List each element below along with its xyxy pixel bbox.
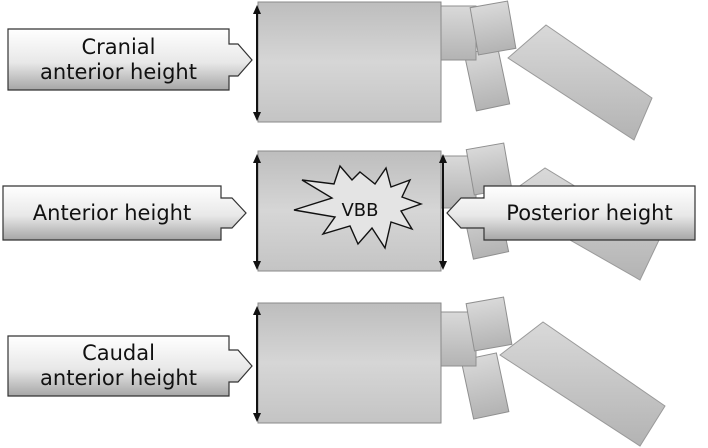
fractured-vertebra (2, 142, 696, 281)
vertebral-body-caudal (257, 302, 442, 424)
cranial-vertebra (7, 0, 653, 141)
vertebral-body-cranial (257, 1, 442, 123)
vbb-burst-star (293, 164, 424, 250)
posterior-process (439, 296, 666, 447)
anterior-label-callout (2, 185, 247, 241)
caudal-label-callout (7, 335, 253, 397)
cranial-label-callout (7, 28, 253, 91)
posterior-process (439, 0, 653, 141)
posterior-label-callout (446, 185, 696, 241)
caudal-vertebra (7, 296, 666, 447)
